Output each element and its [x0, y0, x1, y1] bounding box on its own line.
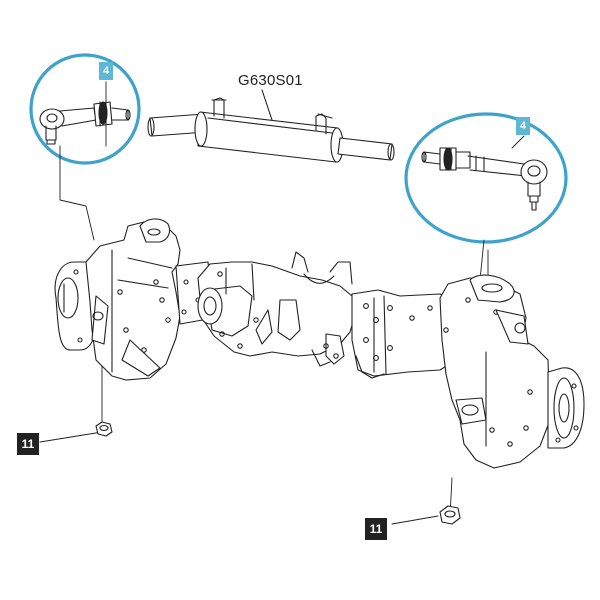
badge-right-nut[interactable]: 11: [365, 518, 387, 540]
callout-left-tie-rod[interactable]: 4: [99, 62, 113, 80]
callout-right-tie-rod[interactable]: 4: [516, 117, 530, 135]
tie-rod-end-left: [39, 101, 131, 145]
badge-left-nut[interactable]: 11: [17, 433, 39, 455]
tie-rod-end-right: [421, 147, 548, 211]
front-axle-housing: [54, 218, 585, 469]
part-code-label: G630S01: [238, 72, 303, 89]
highlight-circle-right: [404, 112, 568, 244]
highlight-circle-left: [29, 53, 141, 165]
nut-left: [95, 421, 113, 437]
nut-right: [439, 505, 461, 525]
steering-cylinder: [147, 89, 395, 163]
